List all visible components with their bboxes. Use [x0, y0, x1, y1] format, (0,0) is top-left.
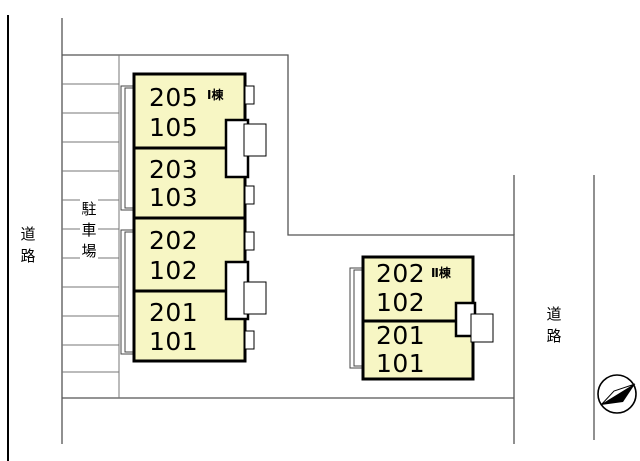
unit-number: 202	[376, 259, 426, 288]
unit-number: 101	[149, 327, 199, 356]
building-1-balconies	[120, 85, 135, 355]
road-label-right-1: 道	[546, 305, 562, 323]
unit-number: 205	[149, 83, 199, 112]
unit-number: 101	[376, 349, 426, 378]
building-2-name: Ⅱ棟	[431, 266, 451, 280]
entrance-porch-upper	[243, 123, 267, 157]
road-label-right-2: 路	[546, 327, 562, 345]
building-1	[132, 72, 267, 363]
unit-number: 102	[149, 256, 199, 285]
parking-label-1: 駐	[80, 198, 98, 220]
north-arrow-icon	[597, 374, 637, 414]
building-2-balconies	[349, 267, 364, 369]
site-boundary	[61, 18, 515, 444]
unit-2-201-101	[361, 319, 475, 381]
unit-number: 203	[149, 155, 199, 184]
unit-number: 102	[376, 288, 426, 317]
building-2	[361, 255, 494, 381]
entrance-porch-lower	[243, 281, 267, 315]
unit-number: 201	[376, 321, 426, 350]
unit-number: 105	[149, 113, 199, 142]
unit-2-202-102	[361, 255, 475, 323]
entrance-porch-building-2	[470, 313, 494, 343]
unit-number: 202	[149, 226, 199, 255]
road-label-left-1: 道	[20, 225, 36, 243]
unit-number: 103	[149, 183, 199, 212]
parking-label-2: 車	[80, 219, 98, 241]
building-1-name: I棟	[207, 88, 224, 102]
road-label-left-2: 路	[20, 247, 36, 265]
parking-label-3: 場	[80, 240, 98, 262]
unit-number: 201	[149, 298, 199, 327]
